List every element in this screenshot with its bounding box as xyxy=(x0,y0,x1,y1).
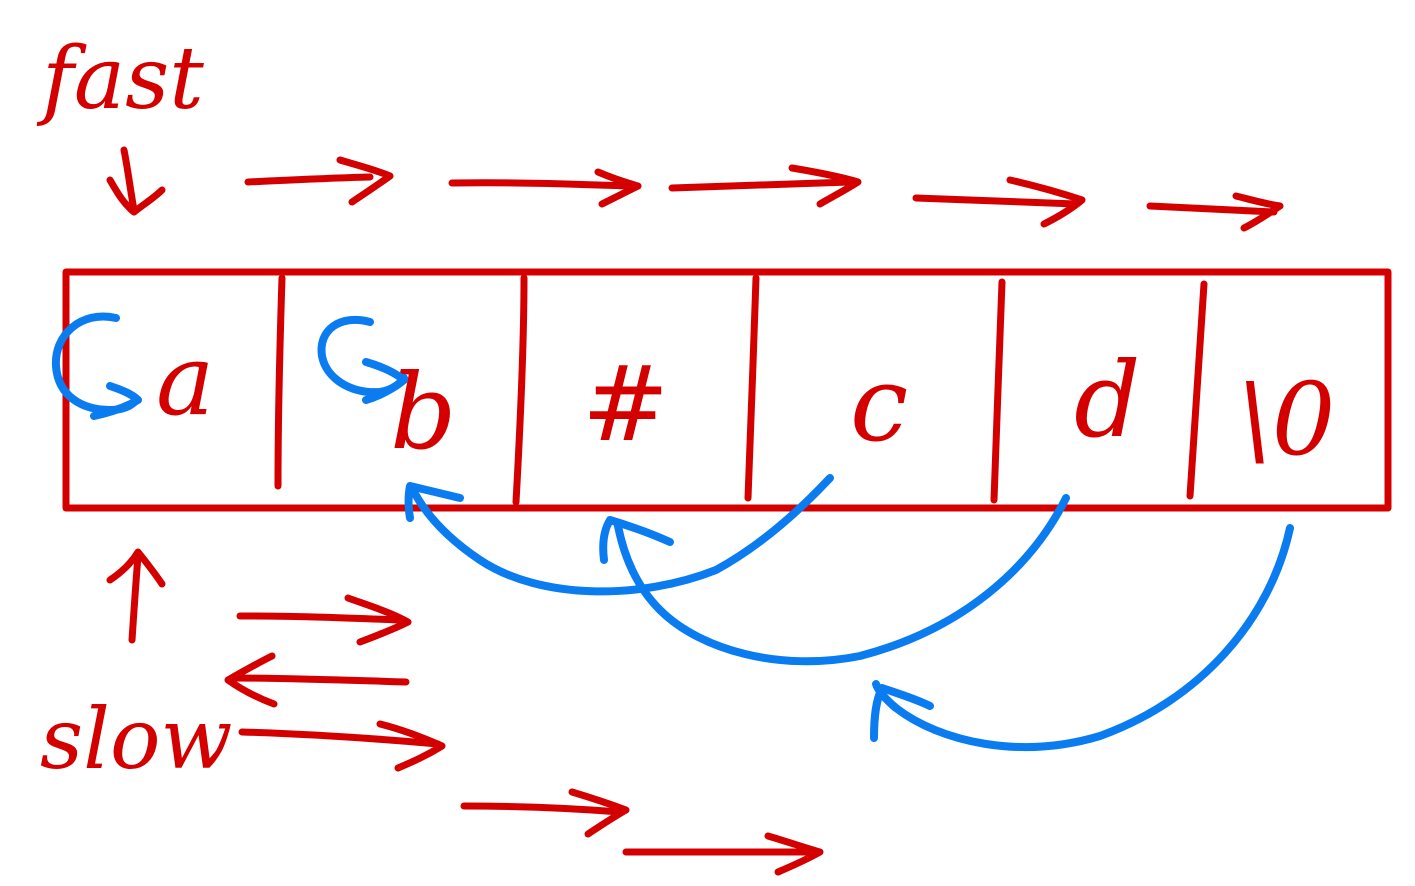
cell-divider xyxy=(274,274,286,490)
slow-label: slow xyxy=(40,690,232,788)
self-copy-curls xyxy=(51,312,408,420)
slow-traversal-arrows xyxy=(224,594,824,876)
fast-pointer-down-arrow-icon xyxy=(106,146,166,216)
slow-arrow-4-forward xyxy=(460,788,630,838)
copy-arrow-d-to-hash xyxy=(599,494,1070,666)
fast-arrow-4 xyxy=(912,176,1086,228)
cell-divider xyxy=(512,274,528,506)
slow-pointer-up-arrow-icon xyxy=(106,548,166,644)
array-cell-5: \0 xyxy=(1238,361,1335,478)
array-cell-4: d xyxy=(1074,339,1141,461)
array-cell-0: a xyxy=(156,324,214,438)
array-cell-3: c xyxy=(850,343,908,465)
copy-arrow-null-to-c xyxy=(870,524,1294,751)
copy-arrow-c-to-b xyxy=(404,474,834,596)
cell-divider xyxy=(744,274,760,502)
curl-arrow-a xyxy=(51,312,142,420)
array-cell-1: b xyxy=(390,351,457,473)
slow-arrow-3-forward xyxy=(238,720,446,772)
array-box xyxy=(62,268,1392,512)
fast-arrow-1 xyxy=(244,156,394,206)
curl-arrow-b xyxy=(317,315,408,404)
array-cell-2: # xyxy=(582,343,669,465)
copy-arrows xyxy=(404,474,1294,751)
fast-arrow-5 xyxy=(1146,192,1284,232)
slow-arrow-1-forward xyxy=(236,594,412,646)
cell-divider xyxy=(1186,280,1208,500)
fast-label: fast xyxy=(36,29,204,129)
slow-arrow-5-forward xyxy=(622,832,824,876)
fast-traversal-arrows xyxy=(244,156,1284,232)
array-cells: a b # c d \0 xyxy=(156,324,1335,478)
fast-arrow-3 xyxy=(668,164,862,208)
cell-divider xyxy=(990,278,1006,504)
slow-arrow-2-back xyxy=(224,652,410,708)
fast-arrow-2 xyxy=(448,168,642,208)
